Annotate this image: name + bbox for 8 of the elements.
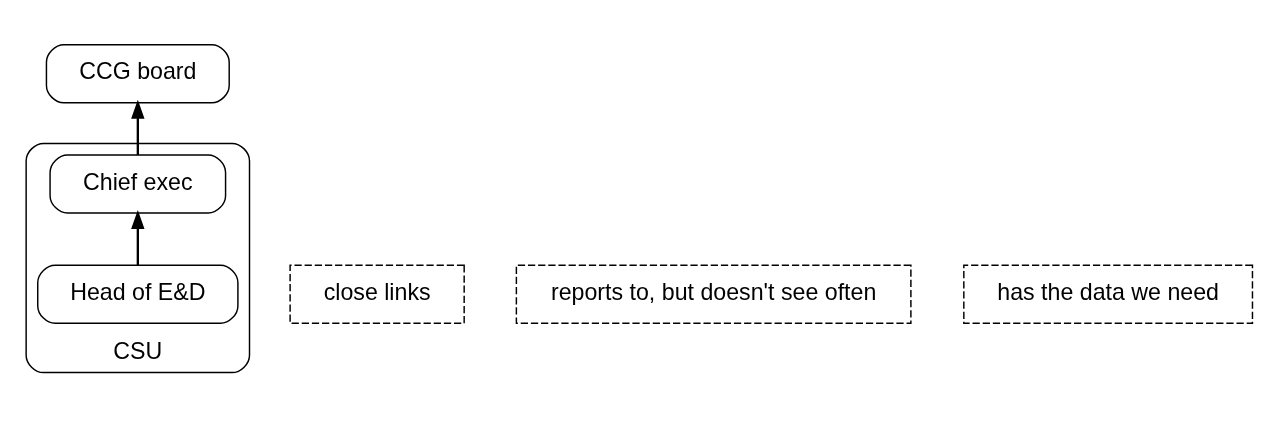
arrow (131, 209, 145, 266)
node-box: has the data we need (963, 264, 1254, 324)
arrow (131, 99, 145, 155)
node-box: Head of E&D (37, 264, 239, 324)
node-box: close links (289, 264, 465, 324)
node-box: CCG board (45, 44, 230, 104)
node-box: Chief exec (49, 154, 227, 214)
node-box: reports to, but doesn't see often (515, 264, 912, 324)
